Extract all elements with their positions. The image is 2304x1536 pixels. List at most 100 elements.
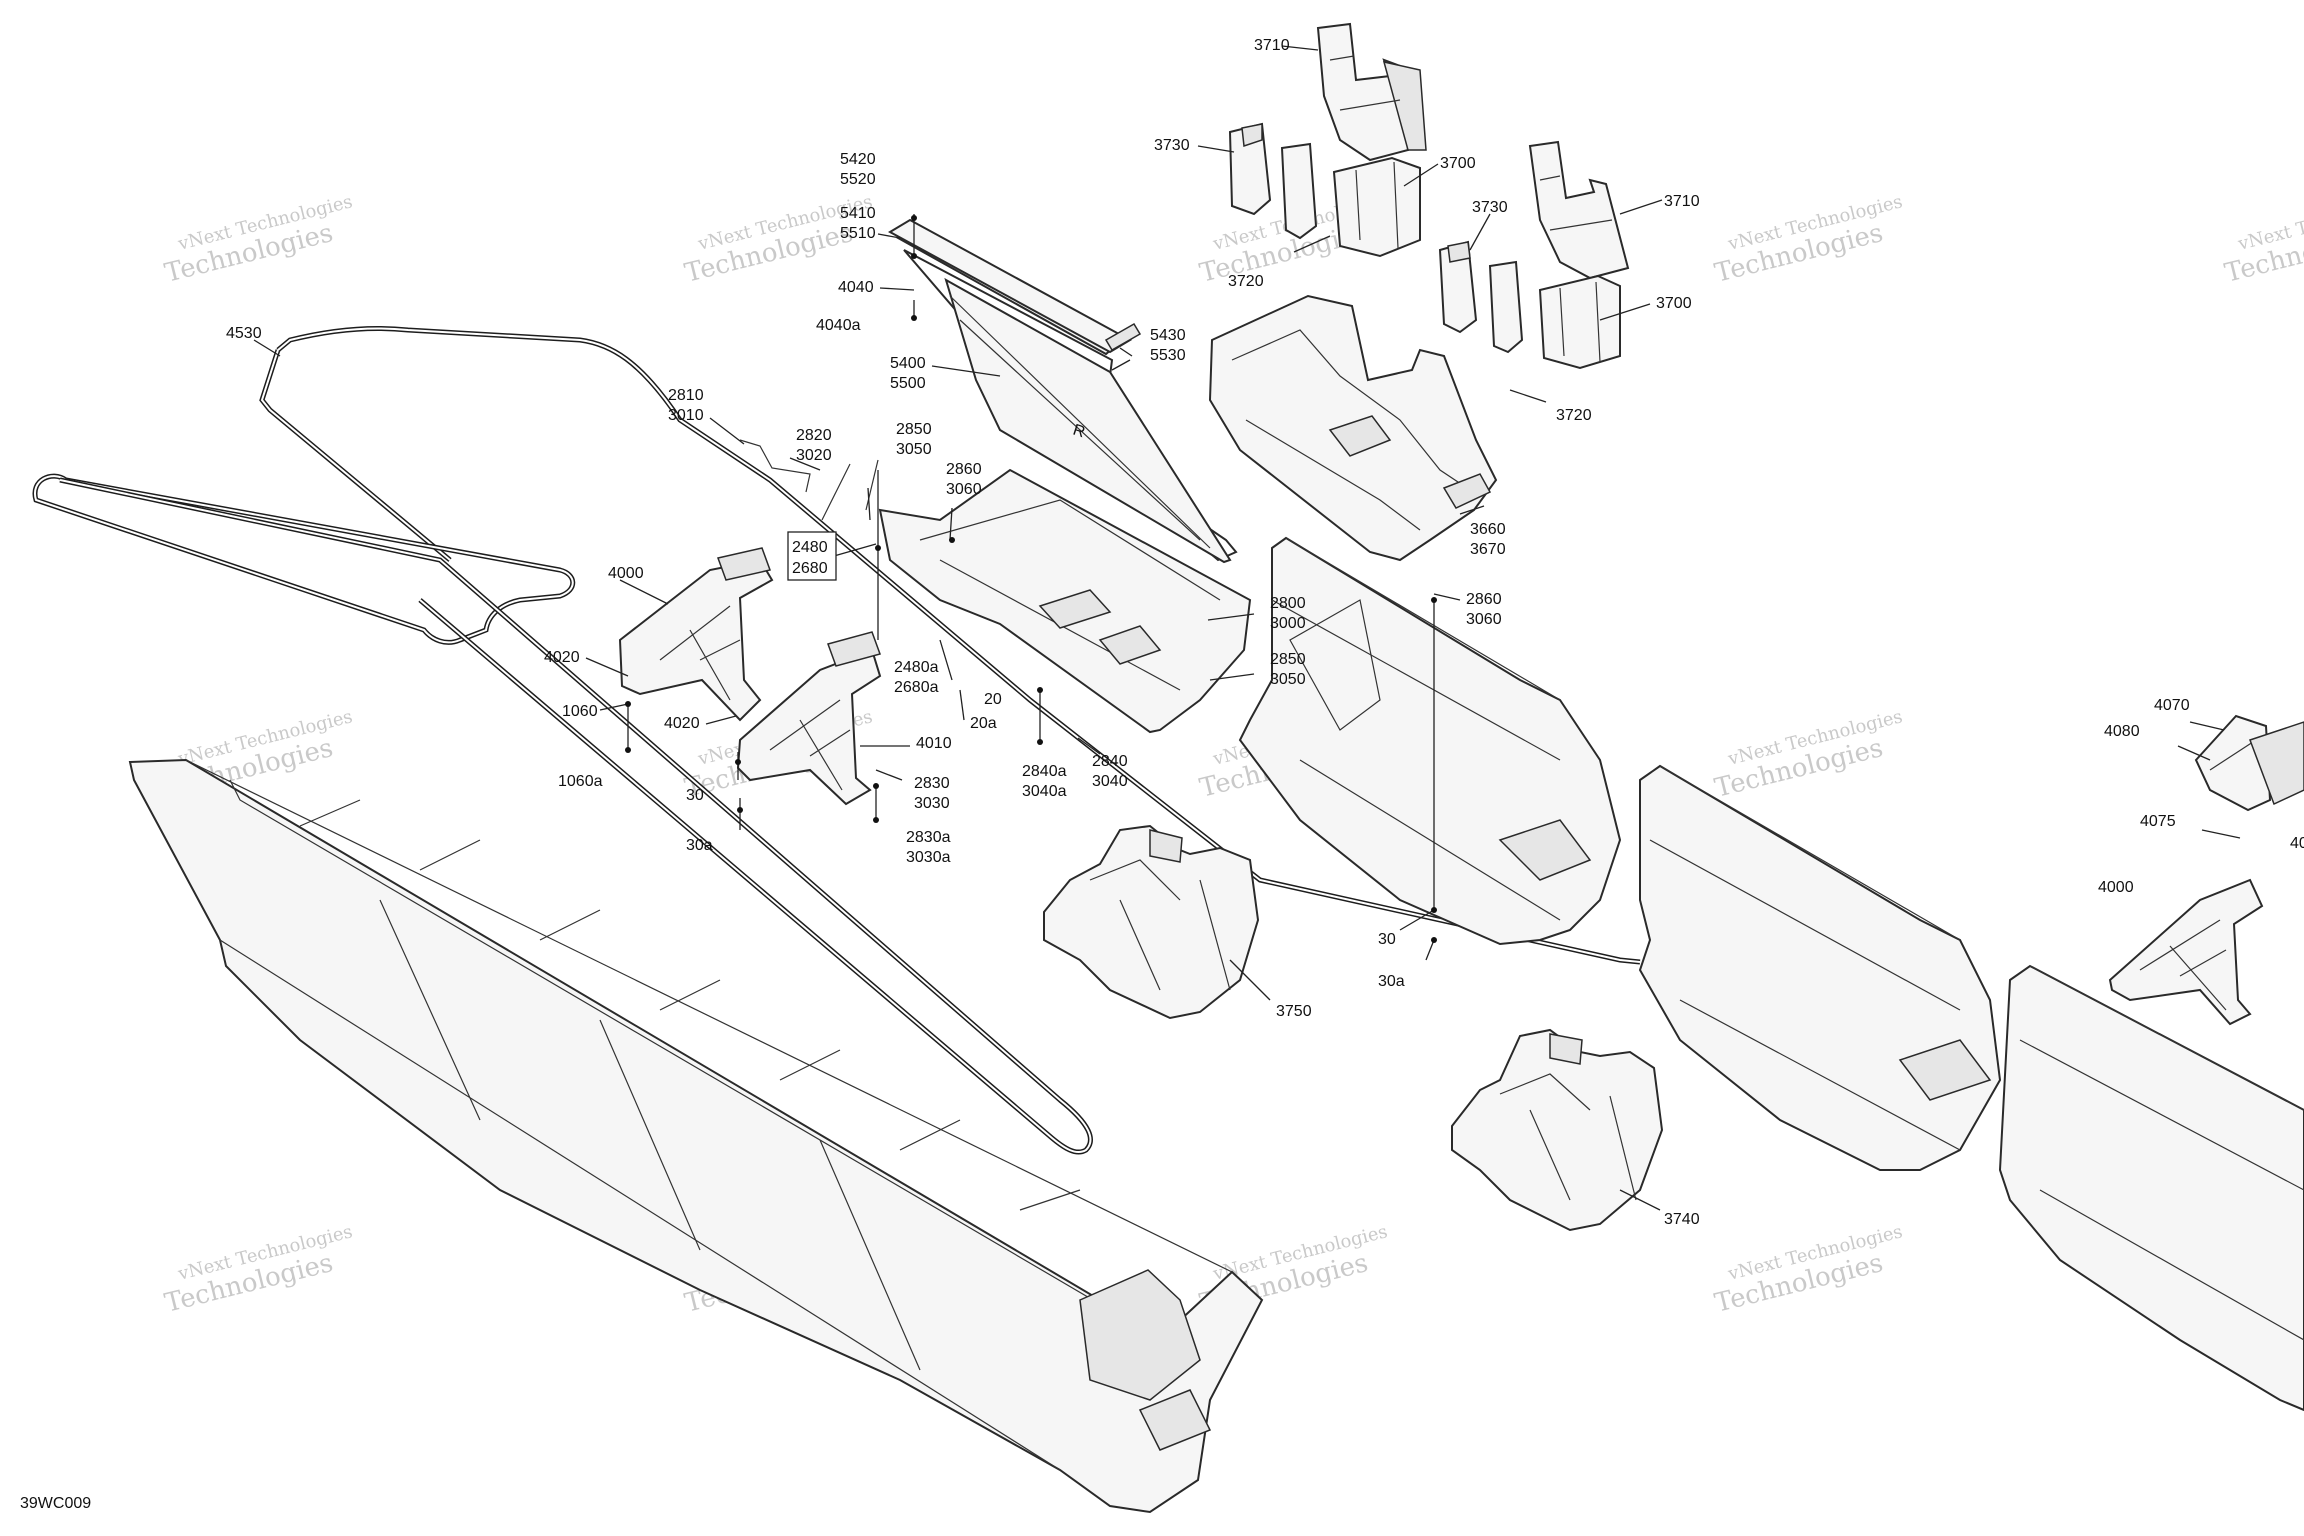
callout-2820: 2820: [796, 427, 832, 444]
watermark: vNext Technologies Technologies: [1712, 191, 1905, 289]
callout-2810: 2810: [668, 387, 704, 404]
callout-5530: 5530: [1150, 347, 1186, 364]
rod-2850: [865, 459, 879, 511]
rod-2820: [821, 463, 851, 521]
callout-3060-b: 3060: [1466, 611, 1502, 628]
callout-3750: 3750: [1276, 1003, 1312, 1020]
bracket-4000-right: [2108, 878, 2264, 1026]
callout-5430: 5430: [1150, 327, 1186, 344]
bracket-4010: [736, 631, 882, 806]
callout-2840: 2840: [1092, 753, 1128, 770]
callout-3040a: 3040a: [1022, 783, 1067, 800]
callout-3740: 3740: [1664, 1211, 1700, 1228]
callout-2680a: 2680a: [894, 679, 939, 696]
callout-30-right: 30: [1378, 931, 1396, 948]
callout-4080: 4080: [2104, 723, 2140, 740]
callout-4020-left: 4020: [544, 649, 580, 666]
callout-3730-right: 3730: [1472, 199, 1508, 216]
callout-3720-top: 3720: [1228, 273, 1264, 290]
bin-3750: [1043, 824, 1260, 1020]
drawing-code: 39WC009: [20, 1495, 91, 1512]
bin-assembly-far-right: [1998, 964, 2304, 1412]
seat-base-3660: [1208, 294, 1498, 562]
callout-2480: 2480: [792, 539, 828, 556]
callout-4075: 4075: [2140, 813, 2176, 830]
callout-5510: 5510: [840, 225, 876, 242]
seat-cushion-3710-top: [1316, 22, 1427, 162]
callout-2830: 2830: [914, 775, 950, 792]
bracket-4070: [2194, 714, 2304, 812]
bin-assembly-right: [1638, 764, 2002, 1171]
callout-5520: 5520: [840, 171, 876, 188]
callout-4020-mid: 4020: [664, 715, 700, 732]
callout-3050-b: 3050: [1270, 671, 1306, 688]
callout-4040a: 4040a: [816, 317, 861, 334]
rod-2810: [739, 439, 811, 493]
callout-3020: 3020: [796, 447, 832, 464]
callout-4530: 4530: [226, 325, 262, 342]
callout-2850-b: 2850: [1270, 651, 1306, 668]
callout-5500: 5500: [890, 375, 926, 392]
callout-1060: 1060: [562, 703, 598, 720]
callout-3670: 3670: [1470, 541, 1506, 558]
gasket-strip-4530: [259, 325, 1641, 965]
callout-3050-a: 3050: [896, 441, 932, 458]
storage-tub-upper: [878, 468, 1252, 734]
callout-3720-right: 3720: [1556, 407, 1592, 424]
gasket-loop: [32, 473, 1093, 1155]
callout-20: 20: [984, 691, 1002, 708]
main-tray-long: [128, 758, 1264, 1514]
callout-2860-a: 2860: [946, 461, 982, 478]
callout-20a: 20a: [970, 715, 997, 732]
watermark: vNext Technologies Technologies: [162, 1221, 355, 1319]
callout-40-cut: 40: [2290, 835, 2304, 852]
callout-3000: 3000: [1270, 615, 1306, 632]
callout-3060-a: 3060: [946, 481, 982, 498]
callout-2800: 2800: [1270, 595, 1306, 612]
seat-cushion-3710-right: [1528, 140, 1630, 280]
svg-text:R: R: [1071, 422, 1087, 442]
seat-cushion-3700-top: [1332, 156, 1421, 258]
callout-3010: 3010: [668, 407, 704, 424]
callout-4010: 4010: [916, 735, 952, 752]
callout-labels: 3710 3730 3700 3720 3730 3710 3700 3720 …: [226, 37, 2304, 1228]
callout-3700-top: 3700: [1440, 155, 1476, 172]
callout-3040: 3040: [1092, 773, 1128, 790]
callout-2680: 2680: [792, 560, 828, 577]
callout-30a-right: 30a: [1378, 973, 1405, 990]
callout-4000-left: 4000: [608, 565, 644, 582]
watermark: vNext Technologies Technologies: [2222, 191, 2304, 289]
callout-2480-box: 2480 2680: [787, 531, 837, 581]
callout-2850-a: 2850: [896, 421, 932, 438]
callout-3700-right: 3700: [1656, 295, 1692, 312]
callout-3660: 3660: [1470, 521, 1506, 538]
seat-cushion-3700-right: [1538, 274, 1621, 370]
callout-2840a: 2840a: [1022, 763, 1067, 780]
watermark: vNext Technologies Technologies: [1712, 706, 1905, 804]
callout-2480a: 2480a: [894, 659, 939, 676]
bin-3740: [1451, 1028, 1664, 1232]
seat-cushion-3730-top: [1228, 122, 1318, 240]
callout-4000-right: 4000: [2098, 879, 2134, 896]
bin-assembly-center: [1238, 536, 1622, 946]
bracket-4000: [618, 547, 774, 722]
callout-5410: 5410: [840, 205, 876, 222]
callout-3730-top: 3730: [1154, 137, 1190, 154]
callout-1060a: 1060a: [558, 773, 603, 790]
callout-3030: 3030: [914, 795, 950, 812]
watermark: vNext Technologies Technologies: [1712, 1221, 1905, 1319]
fastener-dots: [625, 215, 1437, 943]
seat-cushion-3730-right: [1438, 240, 1524, 354]
callout-4040: 4040: [838, 279, 874, 296]
callout-3710-top: 3710: [1254, 37, 1290, 54]
callout-5400: 5400: [890, 355, 926, 372]
callout-5420: 5420: [840, 151, 876, 168]
callout-2860-b: 2860: [1466, 591, 1502, 608]
callout-4070: 4070: [2154, 697, 2190, 714]
callout-30-left: 30: [686, 787, 704, 804]
callout-2830a: 2830a: [906, 829, 951, 846]
callout-3030a: 3030a: [906, 849, 951, 866]
callout-3710-right: 3710: [1664, 193, 1700, 210]
watermark: vNext Technologies Technologies: [162, 191, 355, 289]
